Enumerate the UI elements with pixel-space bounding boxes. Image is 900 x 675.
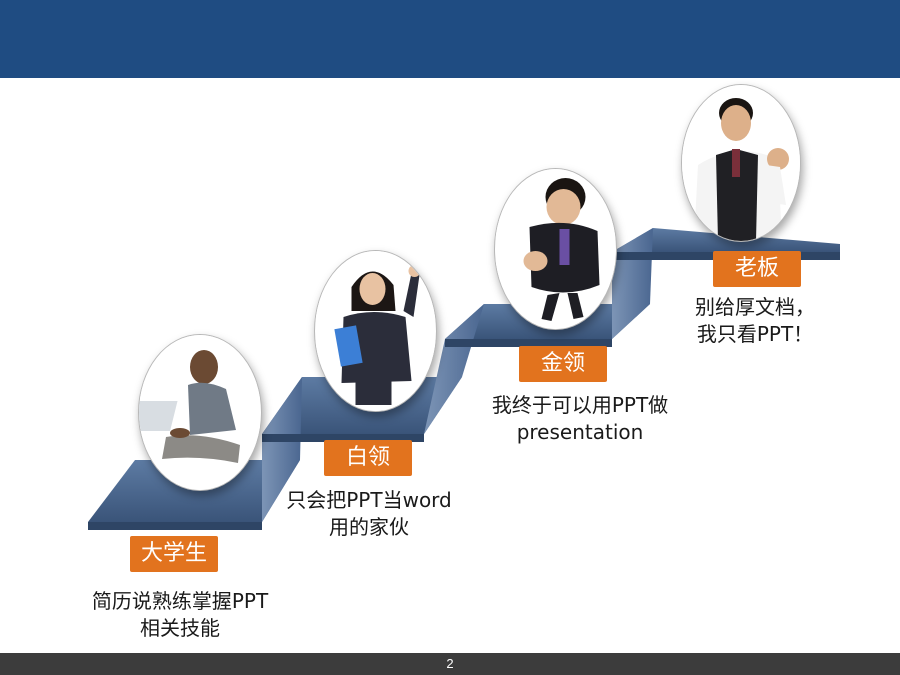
step-caption-boss: 别给厚文档， 我只看PPT！ bbox=[680, 294, 830, 348]
step-badge-white-collar: 白领 bbox=[324, 440, 412, 476]
student-photo bbox=[138, 334, 262, 491]
caption-line: 相关技能 bbox=[140, 616, 220, 640]
caption-line: 别给厚文档， bbox=[695, 295, 815, 319]
caption-line: 我终于可以用PPT做 bbox=[491, 393, 669, 417]
page-number: 2 bbox=[446, 656, 454, 671]
step-badge-gold-collar: 金领 bbox=[519, 346, 607, 382]
step-caption-student: 简历说熟练掌握PPT 相关技能 bbox=[60, 588, 300, 642]
executive-photo bbox=[494, 168, 617, 330]
step-badge-student: 大学生 bbox=[130, 536, 218, 572]
boss-photo bbox=[681, 84, 801, 242]
caption-line: 只会把PPT当word bbox=[286, 488, 452, 512]
caption-line: 简历说熟练掌握PPT bbox=[91, 589, 269, 613]
office-worker-photo bbox=[314, 250, 437, 412]
caption-line: 我只看PPT！ bbox=[696, 322, 814, 346]
caption-line: 用的家伙 bbox=[329, 515, 409, 539]
step-caption-white-collar: 只会把PPT当word 用的家伙 bbox=[262, 487, 476, 541]
header-bar bbox=[0, 0, 900, 78]
caption-line: presentation bbox=[516, 420, 644, 444]
footer-bar: 2 bbox=[0, 653, 900, 675]
step-badge-boss: 老板 bbox=[713, 251, 801, 287]
step-caption-gold-collar: 我终于可以用PPT做 presentation bbox=[466, 392, 694, 446]
